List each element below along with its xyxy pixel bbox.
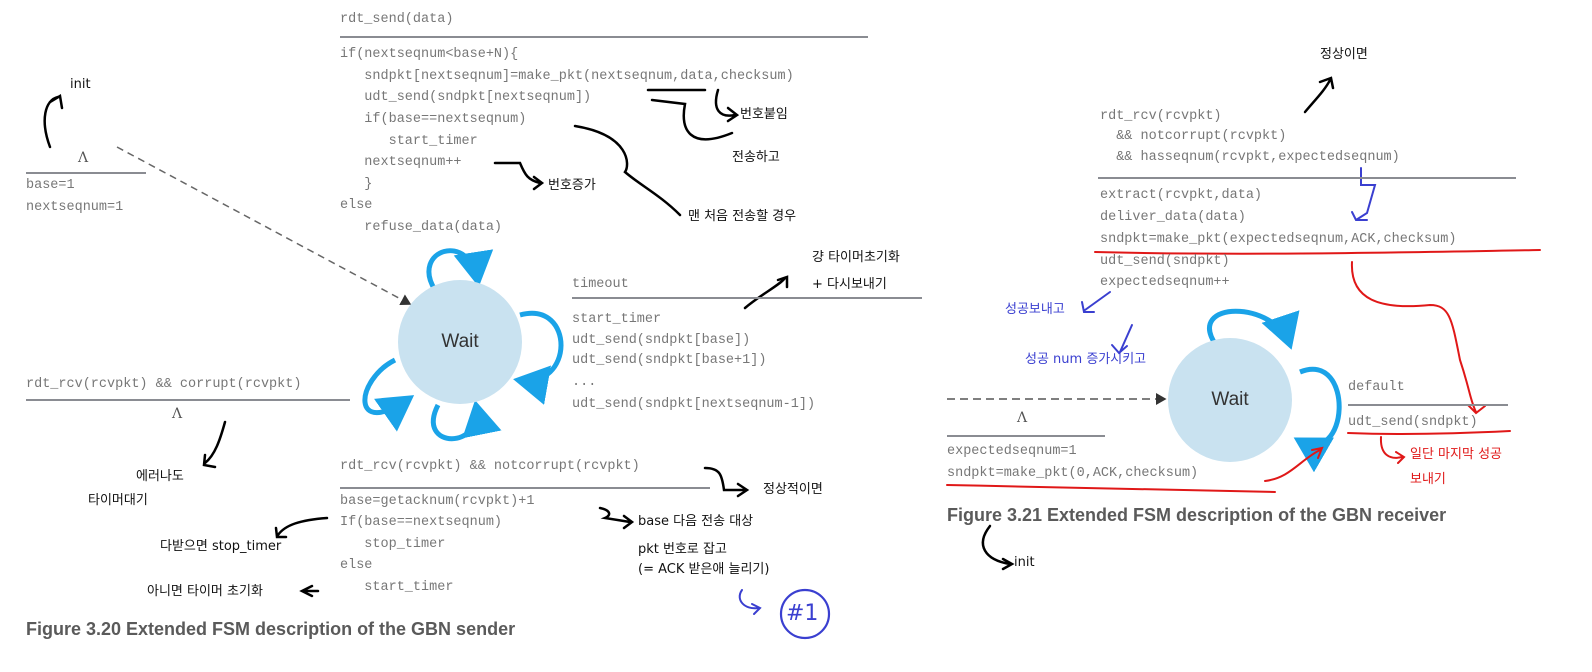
code-line: start_timer xyxy=(572,312,662,327)
code-line: sndpkt=make_pkt(expectedseqnum,ACK,check… xyxy=(1100,232,1457,247)
code-line: refuse_data(data) xyxy=(340,220,503,235)
code-line: udt_send(sndpkt) xyxy=(1100,254,1230,269)
note-last1: 일단 마지막 성공 xyxy=(1410,447,1502,462)
code-line: start_timer xyxy=(340,134,478,149)
note-send: 전송하고 xyxy=(732,150,780,165)
code-line: udt_send(sndpkt[nextseqnum]) xyxy=(340,90,592,105)
code-line: nextseqnum=1 xyxy=(26,200,124,215)
handwritten-blue-arrows xyxy=(738,167,1377,640)
notcorrupt-event: rdt_rcv(rcvpkt) && notcorrupt(rcvpkt) xyxy=(340,459,640,474)
receiver-self-loops xyxy=(1207,308,1342,473)
corrupt-event: rdt_rcv(rcvpkt) && corrupt(rcvpkt) xyxy=(26,377,302,392)
transition-rule xyxy=(572,297,922,299)
code-line: udt_send(sndpkt[base+1]) xyxy=(572,353,767,368)
default-event: default xyxy=(1348,380,1405,395)
note-normal: 정상적이면 xyxy=(763,482,823,497)
transition-rule xyxy=(947,435,1105,437)
note-else-reset: 아니면 타이머 초기화 xyxy=(147,584,263,599)
note-increment: 번호증가 xyxy=(548,178,596,193)
handwritten-red-marks xyxy=(946,249,1541,493)
handwritten-black-arrows xyxy=(43,76,1335,598)
sender-caption: Figure 3.20 Extended FSM description of … xyxy=(26,619,516,639)
sender-self-loops xyxy=(362,248,564,442)
code-line: base=1 xyxy=(26,178,75,193)
note-all-received: 다받으면 stop_timer xyxy=(160,539,282,554)
code-line: } xyxy=(340,177,373,192)
receiver-wait-state: Wait xyxy=(1168,338,1292,462)
code-line: sndpkt[nextseqnum]=make_pkt(nextseqnum,d… xyxy=(340,69,794,84)
transition-rule xyxy=(26,172,146,174)
code-line: start_timer xyxy=(340,580,454,595)
code-line: else xyxy=(340,198,373,213)
note-base1: base 다음 전송 대상 xyxy=(638,514,754,529)
sender-init-dashed-arrow xyxy=(116,146,412,306)
code-line: ... xyxy=(572,375,597,390)
code-line: else xyxy=(340,558,373,573)
code-line: udt_send(sndpkt[base]) xyxy=(572,333,751,348)
timeout-event: timeout xyxy=(572,277,629,292)
note-receiver-normal: 정상이면 xyxy=(1320,47,1368,62)
receiver-caption: Figure 3.21 Extended FSM description of … xyxy=(947,505,1447,525)
code-line: expectedseqnum++ xyxy=(1100,275,1230,290)
receiver-init-lambda: Λ xyxy=(1017,410,1028,426)
note-receiver-init: init xyxy=(1014,555,1035,570)
note-send-success: 성공보내고 xyxy=(1005,302,1065,317)
note-error2: 타이머대기 xyxy=(88,493,148,508)
note-last2: 보내기 xyxy=(1410,472,1446,487)
note-mark: #1 xyxy=(786,601,819,626)
code-line: base=getacknum(rcvpkt)+1 xyxy=(340,494,535,509)
corrupt-lambda: Λ xyxy=(172,406,183,422)
code-line: if(base==nextseqnum) xyxy=(340,112,527,127)
transition-rule xyxy=(26,399,350,401)
code-line: udt_send(sndpkt) xyxy=(1348,415,1478,430)
note-error1: 에러나도 xyxy=(136,469,184,484)
code-line: If(base==nextseqnum) xyxy=(340,515,503,530)
init-label: init xyxy=(70,77,91,92)
note-first-send: 맨 처음 전송할 경우 xyxy=(688,209,797,224)
code-line: if(nextseqnum<base+N){ xyxy=(340,47,519,62)
transition-rule xyxy=(1348,404,1508,406)
transition-rule xyxy=(340,487,710,489)
code-line: expectedseqnum=1 xyxy=(947,444,1077,459)
code-line: udt_send(sndpkt[nextseqnum-1]) xyxy=(572,397,816,412)
code-line: stop_timer xyxy=(340,537,446,552)
note-resend: + 다시보내기 xyxy=(812,277,887,292)
init-lambda: Λ xyxy=(78,150,89,166)
note-base3: (= ACK 받은애 늘리기) xyxy=(638,562,770,577)
transition-rule xyxy=(1098,177,1516,179)
code-line: nextseqnum++ xyxy=(340,155,462,170)
rcv-event-line: && hasseqnum(rcvpkt,expectedseqnum) xyxy=(1100,150,1400,165)
rcv-event-line: rdt_rcv(rcvpkt) xyxy=(1100,109,1222,124)
note-base2: pkt 번호로 잡고 xyxy=(638,542,727,557)
code-line: sndpkt=make_pkt(0,ACK,checksum) xyxy=(947,466,1199,481)
code-line: deliver_data(data) xyxy=(1100,210,1246,225)
sender-wait-state: Wait xyxy=(398,280,522,404)
code-line: extract(rcvpkt,data) xyxy=(1100,188,1263,203)
rdt-send-event: rdt_send(data) xyxy=(340,12,454,27)
note-numbering: 번호붙임 xyxy=(740,107,788,122)
note-inc-num: 성공 num 증가시키고 xyxy=(1025,352,1147,367)
transition-rule xyxy=(340,36,868,38)
rcv-event-line: && notcorrupt(rcvpkt) xyxy=(1100,129,1287,144)
note-timer-reset: 걍 타이머초기화 xyxy=(812,250,900,265)
